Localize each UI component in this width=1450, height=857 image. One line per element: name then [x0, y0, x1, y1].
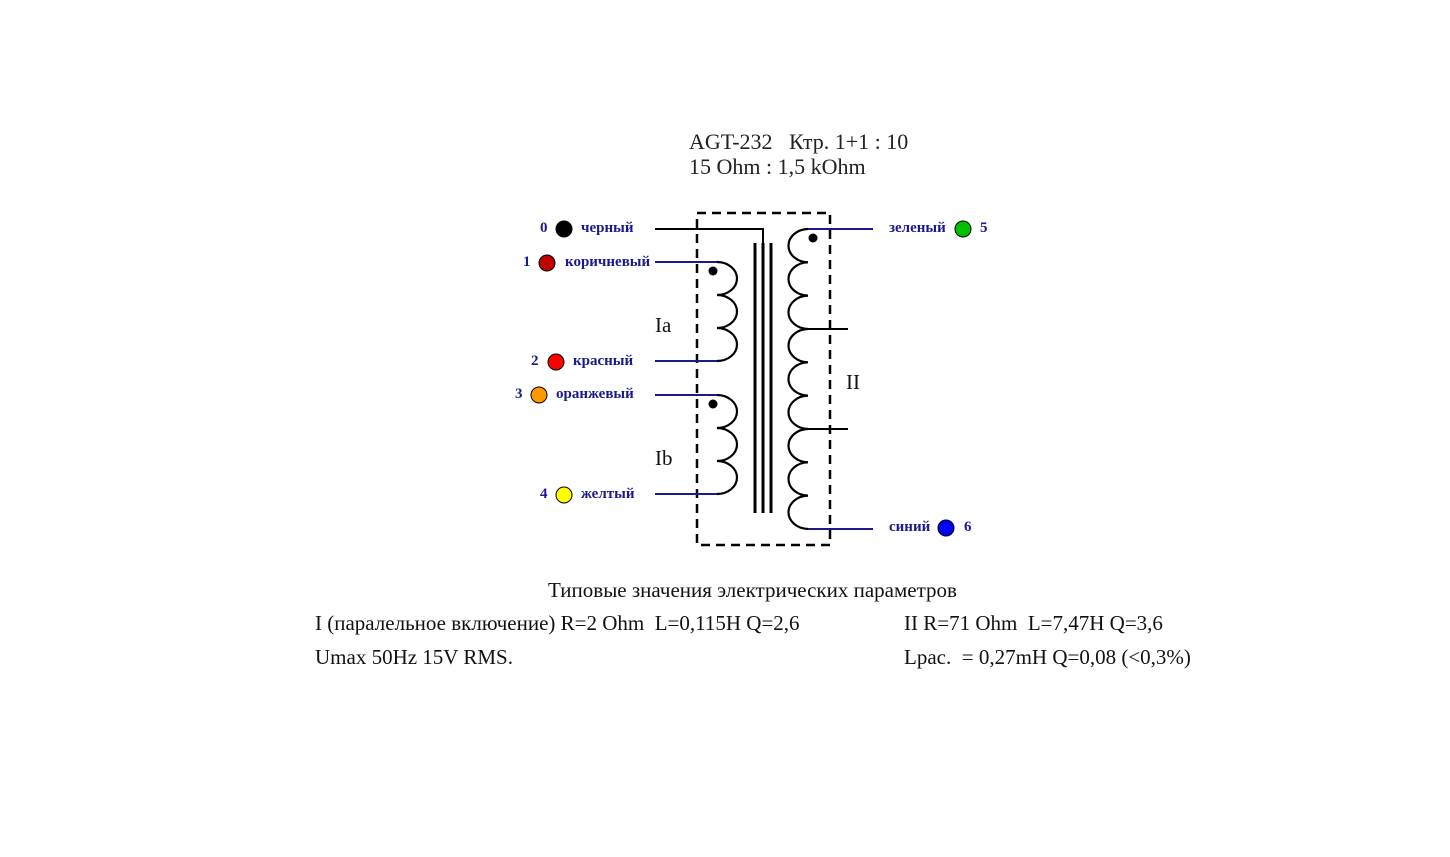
parameters-heading: Типовые значения электрических параметро… [548, 578, 957, 602]
winding-label-ia: Ia [655, 313, 672, 337]
pin-number-0: 0 [540, 220, 548, 236]
winding-label-ib: Ib [655, 446, 673, 470]
pin-number-3: 3 [515, 386, 523, 402]
secondary-params-line1: II R=71 Ohm L=7,47H Q=3,6 [904, 611, 1163, 635]
pin-dot-3 [530, 386, 548, 404]
coil-ia [716, 260, 739, 363]
pin-label-2: красный [573, 353, 634, 369]
polarity-dot-ia [708, 266, 718, 276]
pin-label-1: коричневый [565, 254, 651, 270]
pin-label-6: синий [889, 519, 931, 535]
pin-dot-0 [555, 220, 573, 238]
primary-params-line2: Umax 50Hz 15V RMS. [315, 645, 513, 669]
winding-label-ii: II [846, 370, 860, 394]
pin-number-5: 5 [980, 220, 988, 236]
pin-number-2: 2 [531, 353, 539, 369]
pin-label-0: черный [581, 220, 634, 236]
pin-dot-5 [954, 220, 972, 238]
pin-label-3: оранжевый [556, 386, 634, 402]
pin-label-4: желтый [581, 486, 635, 502]
primary-params-line1: I (паралельное включение) R=2 Ohm L=0,11… [315, 611, 800, 635]
wire-pin-0 [655, 228, 764, 243]
polarity-dot-ii [808, 233, 818, 243]
polarity-dot-ib [708, 399, 718, 409]
pin-dot-1 [538, 254, 556, 272]
pin-number-4: 4 [540, 486, 548, 502]
pin-dot-2 [547, 353, 565, 371]
pin-number-1: 1 [523, 254, 531, 270]
pin-number-6: 6 [964, 519, 972, 535]
coil-ii [787, 227, 809, 531]
pin-label-5: зеленый [889, 220, 946, 236]
pin-dot-4 [555, 486, 573, 504]
coil-ib [716, 393, 739, 496]
pin-dot-6 [937, 519, 955, 537]
shield-box [695, 211, 832, 547]
title-impedance: 15 Ohm : 1,5 kOhm [689, 154, 866, 179]
secondary-params-line2: Lpac. = 0,27mH Q=0,08 (<0,3%) [904, 645, 1191, 669]
title-model: AGT-232 Ктр. 1+1 : 10 [689, 129, 909, 154]
